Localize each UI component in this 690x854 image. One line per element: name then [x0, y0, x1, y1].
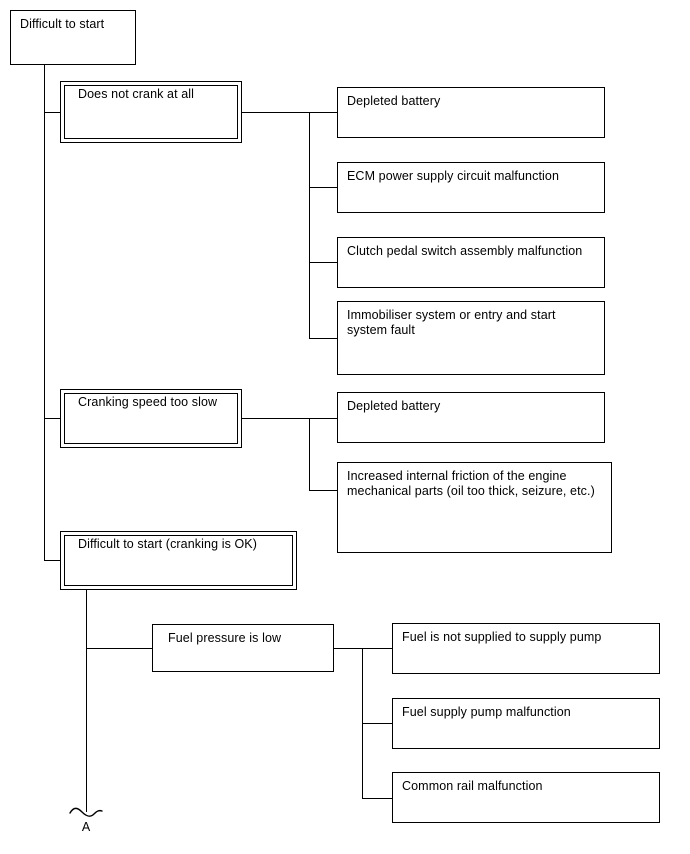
node-label: Difficult to start	[20, 17, 105, 31]
connector-trunk-to-branch-2	[44, 418, 61, 419]
node-cause-increased-internal-friction: Increased internal friction of the engin…	[337, 462, 612, 553]
node-subbranch-fuel-pressure-is-low: Fuel pressure is low	[152, 624, 334, 672]
trunk-vertical-line	[44, 65, 45, 561]
connector-bus-to-cause-2-2	[309, 490, 337, 491]
node-label: Common rail malfunction	[402, 779, 543, 793]
connector-branch-1-to-bus	[242, 112, 310, 113]
bus-vertical-branch-2	[309, 418, 310, 491]
node-branch-difficult-to-start-cranking-ok: Difficult to start (cranking is OK)	[60, 531, 297, 590]
branch-3-descending-line	[86, 590, 87, 812]
node-label: Difficult to start (cranking is OK)	[78, 537, 258, 551]
node-cause-common-rail-malfunction: Common rail malfunction	[392, 772, 660, 823]
node-branch-cranking-speed-too-slow: Cranking speed too slow	[60, 389, 242, 448]
node-branch-does-not-crank-at-all: Does not crank at all	[60, 81, 242, 143]
node-label: Depleted battery	[347, 94, 441, 108]
node-label: Fuel is not supplied to supply pump	[402, 630, 602, 644]
node-label: ECM power supply circuit malfunction	[347, 169, 560, 183]
node-cause-depleted-battery-2: Depleted battery	[337, 392, 605, 443]
connector-bus-to-cause-3-1	[362, 648, 393, 649]
node-label: Fuel supply pump malfunction	[402, 705, 571, 719]
connector-branch-3-to-subbranch	[86, 648, 153, 649]
connector-bus-to-cause-1-4	[309, 338, 337, 339]
wavy-break-icon	[69, 805, 103, 821]
node-cause-fuel-supply-pump-malfunction: Fuel supply pump malfunction	[392, 698, 660, 749]
node-cause-clutch-pedal-switch: Clutch pedal switch assembly malfunction	[337, 237, 605, 288]
node-label: Cranking speed too slow	[78, 395, 218, 409]
node-cause-immobiliser-system: Immobiliser system or entry and start sy…	[337, 301, 605, 375]
connector-trunk-to-branch-3	[44, 560, 61, 561]
connector-bus-to-cause-1-2	[309, 187, 337, 188]
connector-subbranch-to-bus	[334, 648, 363, 649]
node-label: Increased internal friction of the engin…	[347, 469, 595, 498]
bus-vertical-branch-1	[309, 112, 310, 338]
node-label: Does not crank at all	[78, 87, 195, 101]
node-cause-fuel-not-supplied-to-supply-pump: Fuel is not supplied to supply pump	[392, 623, 660, 674]
node-label: Clutch pedal switch assembly malfunction	[347, 244, 583, 258]
node-label: Immobiliser system or entry and start sy…	[347, 308, 556, 337]
connector-bus-to-cause-3-2	[362, 723, 393, 724]
connector-bus-to-cause-1-1	[309, 112, 337, 113]
node-cause-ecm-power-supply: ECM power supply circuit malfunction	[337, 162, 605, 213]
continuation-tag-a: A	[81, 820, 91, 834]
connector-bus-to-cause-3-3	[362, 798, 393, 799]
connector-trunk-to-branch-1	[44, 112, 61, 113]
node-root-difficult-to-start: Difficult to start	[10, 10, 136, 65]
connector-bus-to-cause-1-3	[309, 262, 337, 263]
node-label: Fuel pressure is low	[168, 631, 282, 645]
node-label: Depleted battery	[347, 399, 441, 413]
connector-branch-2-to-bus	[242, 418, 310, 419]
node-cause-depleted-battery-1: Depleted battery	[337, 87, 605, 138]
connector-bus-to-cause-2-1	[309, 418, 337, 419]
